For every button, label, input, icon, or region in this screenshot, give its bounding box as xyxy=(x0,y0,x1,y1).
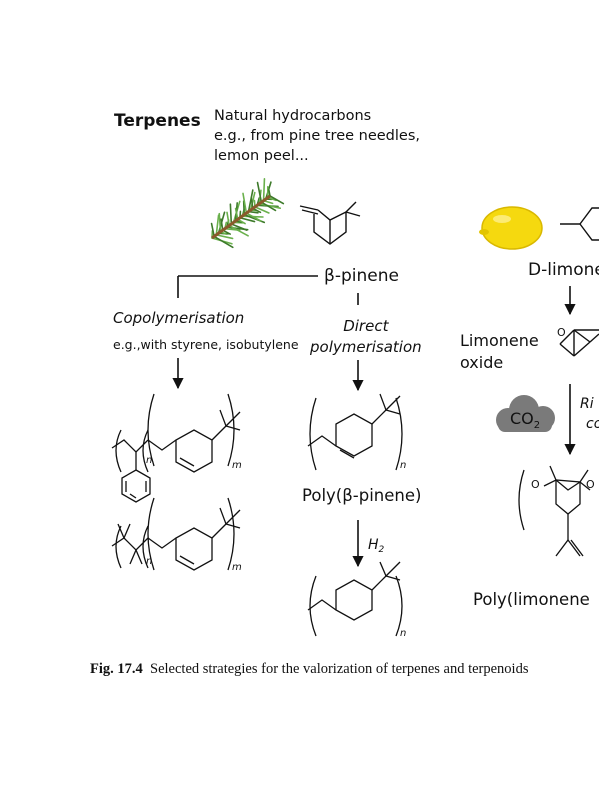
h2-text: H xyxy=(368,537,379,553)
pine-needle xyxy=(215,234,234,240)
pine-needle xyxy=(228,224,249,237)
caption-text: Selected strategies for the valorization… xyxy=(150,661,529,677)
pine-needle xyxy=(234,207,239,221)
route-connector xyxy=(177,275,318,298)
pine-needle xyxy=(218,212,222,233)
beta-pinene-label: β-pinene xyxy=(324,266,399,286)
co2-subscript: 2 xyxy=(533,420,541,431)
d-limonene-structure xyxy=(560,207,599,241)
subscript-n-hydrogenated: n xyxy=(400,628,407,639)
subscript-n-poly-pinene: n xyxy=(400,460,407,471)
limonene-oxide-line-1: Limonene xyxy=(460,331,539,350)
pine-needle xyxy=(260,201,277,212)
direct-polymerisation-label: Direct polymerisation xyxy=(310,316,422,358)
pine-needle xyxy=(213,235,234,249)
copolymer-isobutylene-structure xyxy=(111,497,241,571)
pine-needle xyxy=(247,189,254,213)
terpenes-title: Terpenes xyxy=(114,111,201,131)
pine-needle xyxy=(210,222,215,238)
carbonate-oxygen-label-1: O xyxy=(531,478,540,491)
description-line-2: e.g., from pine tree needles, xyxy=(214,128,420,144)
co2-text: CO xyxy=(510,409,534,428)
hydrogenated-polymer-structure xyxy=(307,561,403,637)
figure-caption: Fig. 17.4 Selected strategies for the va… xyxy=(90,661,528,678)
ring-opening-label-part-2: co xyxy=(586,416,599,432)
poly-beta-pinene-structure xyxy=(307,393,403,471)
pine-needle xyxy=(262,178,266,202)
subscript-n-copolymer-2: n xyxy=(146,556,153,567)
pine-needle xyxy=(226,211,230,227)
subscript-m-copolymer-1: m xyxy=(232,460,242,471)
lemon-icon xyxy=(479,206,543,250)
pine-needle xyxy=(256,181,263,204)
poly-limonene-structure xyxy=(518,465,591,557)
pine-needle xyxy=(239,216,256,223)
copolymer-styrene-structure xyxy=(111,393,241,503)
pine-needle xyxy=(245,212,262,222)
copolymerisation-example: e.g.,with styrene, isobutylene xyxy=(113,337,299,352)
poly-limonene-label: Poly(limonene xyxy=(473,590,590,609)
description-line-3: lemon peel... xyxy=(214,148,309,164)
h2-subscript: 2 xyxy=(378,545,385,555)
subscript-n-copolymer-1: n xyxy=(146,455,153,466)
co2-cloud-icon xyxy=(496,395,555,432)
pine-needle xyxy=(220,218,224,232)
pine-branch-icon xyxy=(210,178,285,249)
pine-needle xyxy=(269,195,285,205)
caption-label: Fig. 17.4 xyxy=(90,661,143,677)
poly-beta-pinene-label: Poly(β-pinene) xyxy=(302,486,422,505)
pine-needle xyxy=(268,189,271,197)
pine-needle xyxy=(250,196,254,210)
limonene-oxide-line-2: oxide xyxy=(460,353,504,372)
pine-needle xyxy=(254,206,270,214)
terpenes-description: Natural hydrocarbons e.g., from pine tre… xyxy=(214,106,420,166)
pine-needle xyxy=(230,223,248,231)
pine-needle xyxy=(242,192,248,214)
description-line-1: Natural hydrocarbons xyxy=(214,108,372,124)
pine-needle xyxy=(249,191,256,211)
ring-opening-label-part-1: Ri xyxy=(580,396,594,412)
pine-needle xyxy=(215,214,220,236)
direct-line-2: polymerisation xyxy=(310,338,422,356)
subscript-m-copolymer-2: m xyxy=(232,562,242,573)
hydrogenation-label: H2 xyxy=(368,537,384,555)
limonene-oxide-label: Limonene oxide xyxy=(460,330,539,374)
co2-label: CO2 xyxy=(510,409,540,431)
limonene-oxide-structure xyxy=(559,329,599,357)
direct-line-1: Direct xyxy=(343,317,389,335)
d-limonene-label: D-limone xyxy=(528,260,599,280)
copolymerisation-label: Copolymerisation xyxy=(113,309,245,327)
pine-needle xyxy=(258,202,282,209)
pine-needle xyxy=(229,203,233,225)
epoxide-oxygen-label: O xyxy=(557,326,566,339)
beta-pinene-structure xyxy=(299,201,361,245)
pine-needle xyxy=(242,200,246,216)
carbonate-oxygen-label-2: O xyxy=(586,478,595,491)
